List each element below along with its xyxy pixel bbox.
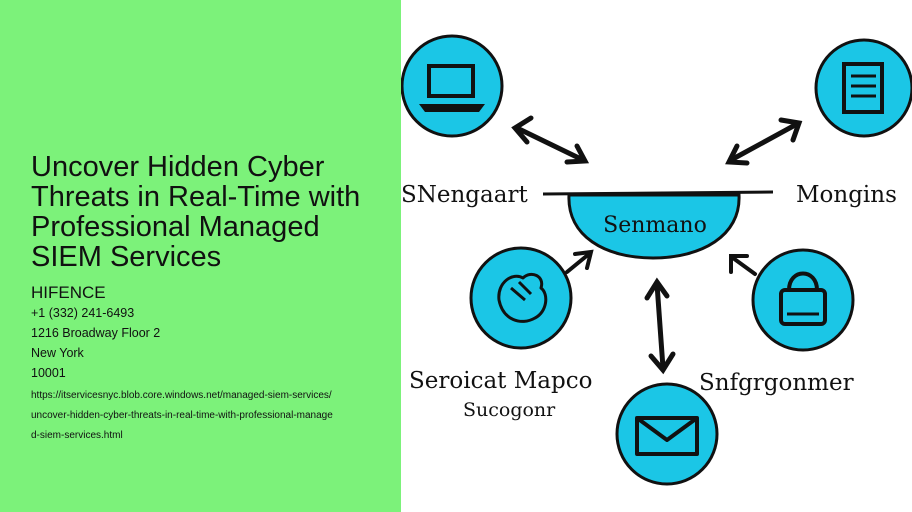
company-name: HIFENCE: [31, 283, 106, 302]
phone-number: +1 (332) 241-6493: [31, 306, 135, 320]
laptop-node: [401, 34, 504, 138]
left-label: SNengaart: [401, 182, 528, 208]
arrow-mid-right-icon: [729, 254, 757, 276]
left-panel: Uncover Hidden Cyber Threats in Real-Tim…: [0, 0, 401, 512]
hand-icon: [497, 272, 548, 323]
laptop-icon: [419, 64, 485, 112]
city: New York: [31, 346, 84, 360]
arrow-top-right-icon: [725, 117, 803, 166]
envelope-icon: [635, 416, 699, 456]
street-address: 1216 Broadway Floor 2: [31, 326, 161, 340]
zip-code: 10001: [31, 366, 66, 380]
siem-center-node: Senmano: [567, 193, 741, 260]
center-label: Senmano: [603, 213, 707, 238]
arrow-mid-left-icon: [565, 249, 594, 274]
right-label: Mongins: [796, 182, 897, 208]
arrow-top-left-icon: [511, 115, 590, 165]
arrow-vertical-icon: [644, 277, 676, 375]
illustration-panel: Senmano SNengaart Mongins: [401, 0, 912, 512]
envelope-node: [615, 382, 719, 486]
article-url-line-3[interactable]: d-siem-services.html: [31, 430, 123, 441]
lock-icon: [779, 271, 827, 326]
page-title: Uncover Hidden Cyber Threats in Real-Tim…: [31, 151, 361, 273]
bottom-right-label: Snfgrgonmer: [699, 370, 854, 396]
article-url-line-1[interactable]: https://itservicesnyc.blob.core.windows.…: [31, 390, 332, 401]
bottom-left-label: Seroicat Mapco: [409, 368, 592, 394]
siem-diagram: Senmano SNengaart Mongins: [401, 34, 912, 486]
bottom-left-sublabel: Sucogonr: [463, 399, 556, 421]
hand-node: [469, 246, 573, 350]
article-url-line-2[interactable]: uncover-hidden-cyber-threats-in-real-tim…: [31, 410, 333, 421]
lock-node: [751, 248, 855, 352]
server-icon: [842, 62, 884, 114]
server-node: [814, 38, 912, 138]
